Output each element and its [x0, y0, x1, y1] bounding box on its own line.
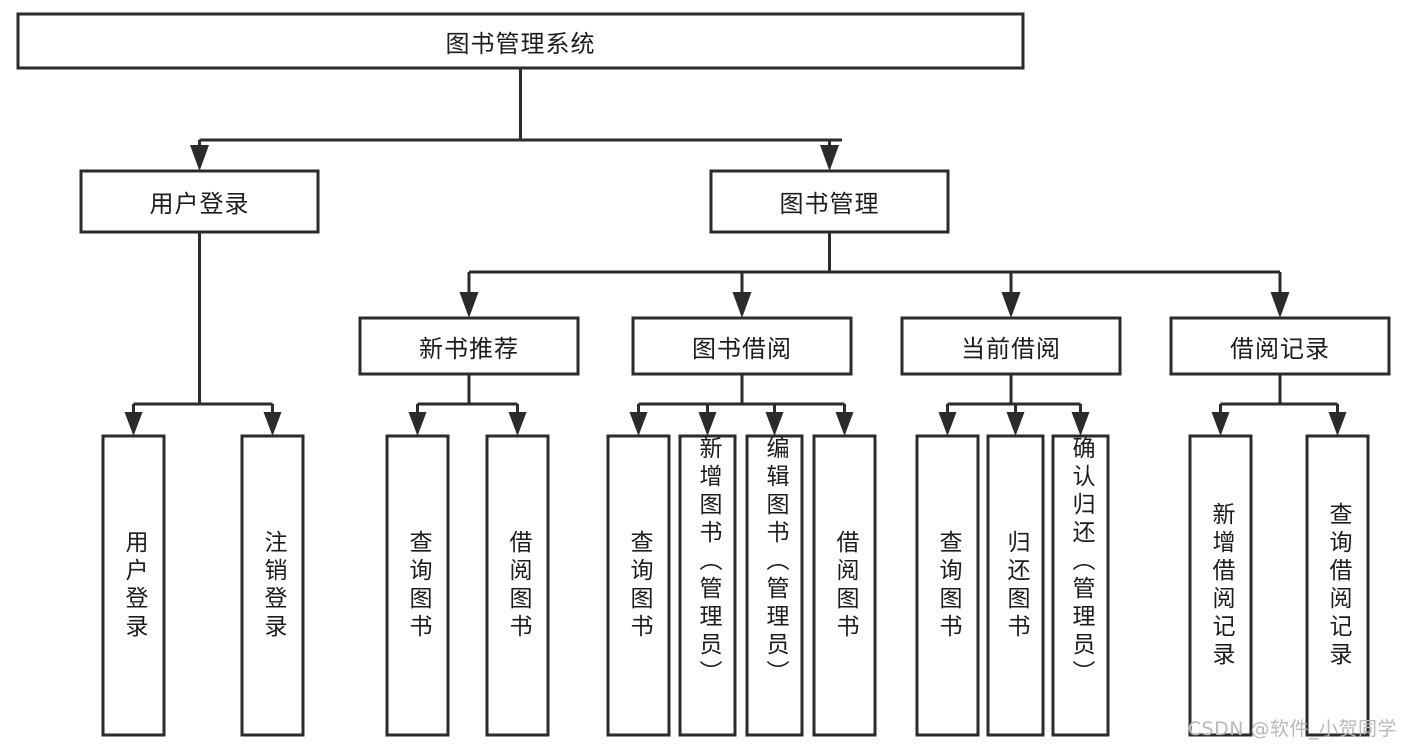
node-box-leaf-query-borrow-record[interactable] — [1305, 434, 1370, 737]
node-box-user-login[interactable] — [79, 169, 320, 234]
arrowhead-leaf-query-book-borrow — [629, 412, 648, 436]
node-box-root[interactable] — [16, 12, 1025, 70]
connector-group-current-borrow — [938, 374, 1090, 436]
node-box-book-management[interactable] — [709, 169, 950, 234]
csdn-watermark: CSDN @软件_小贺同学 — [1187, 718, 1397, 740]
node-box-current-borrow[interactable] — [900, 316, 1122, 376]
connector-group-book-borrow — [629, 374, 854, 436]
arrowhead-leaf-edit-book-admin — [765, 412, 784, 436]
node-box-new-book-recommend[interactable] — [358, 316, 580, 376]
node-box-leaf-query-book-borrow[interactable] — [606, 434, 671, 737]
arrowhead-leaf-add-book-admin — [698, 412, 717, 436]
node-box-leaf-query-book-current[interactable] — [915, 434, 980, 737]
connector-group-book-management — [459, 232, 1290, 318]
connector-group-root — [190, 68, 842, 171]
connector-group-user-login — [124, 232, 282, 436]
arrowhead-current-borrow — [1001, 292, 1021, 318]
arrowhead-leaf-query-book-current — [938, 412, 957, 436]
node-box-leaf-query-book-recommend[interactable] — [385, 434, 450, 737]
node-box-book-borrow[interactable] — [631, 316, 853, 376]
node-box-leaf-confirm-return-admin[interactable] — [1051, 434, 1110, 737]
node-box-leaf-user-login[interactable] — [101, 434, 166, 737]
node-box-leaf-borrow-book-recommend[interactable] — [485, 434, 550, 737]
node-box-leaf-add-book-admin[interactable] — [678, 434, 737, 737]
arrowhead-leaf-query-book-recommend — [408, 412, 427, 436]
connector-group-new-book-recommend — [408, 374, 527, 436]
arrowhead-book-management — [820, 145, 839, 171]
arrowhead-leaf-borrow-book — [835, 412, 854, 436]
arrowhead-leaf-logout — [263, 412, 282, 436]
node-box-borrow-record[interactable] — [1169, 316, 1391, 376]
arrowhead-new-book-recommend — [459, 292, 479, 318]
connector-group-borrow-record — [1211, 374, 1347, 436]
node-box-leaf-edit-book-admin[interactable] — [745, 434, 804, 737]
arrowhead-user-login — [190, 145, 209, 171]
node-box-leaf-logout[interactable] — [240, 434, 305, 737]
arrowhead-leaf-return-book — [1006, 412, 1025, 436]
arrowhead-book-borrow — [732, 292, 752, 318]
arrowhead-leaf-query-borrow-record — [1328, 412, 1347, 436]
node-box-leaf-return-book[interactable] — [986, 434, 1045, 737]
arrowhead-borrow-record — [1270, 292, 1290, 318]
arrowhead-leaf-confirm-return-admin — [1071, 412, 1090, 436]
node-box-leaf-borrow-book[interactable] — [812, 434, 877, 737]
node-box-leaf-add-borrow-record[interactable] — [1188, 434, 1253, 737]
arrowhead-leaf-user-login — [124, 412, 143, 436]
arrowhead-leaf-borrow-book-recommend — [508, 412, 527, 436]
arrowhead-leaf-add-borrow-record — [1211, 412, 1230, 436]
